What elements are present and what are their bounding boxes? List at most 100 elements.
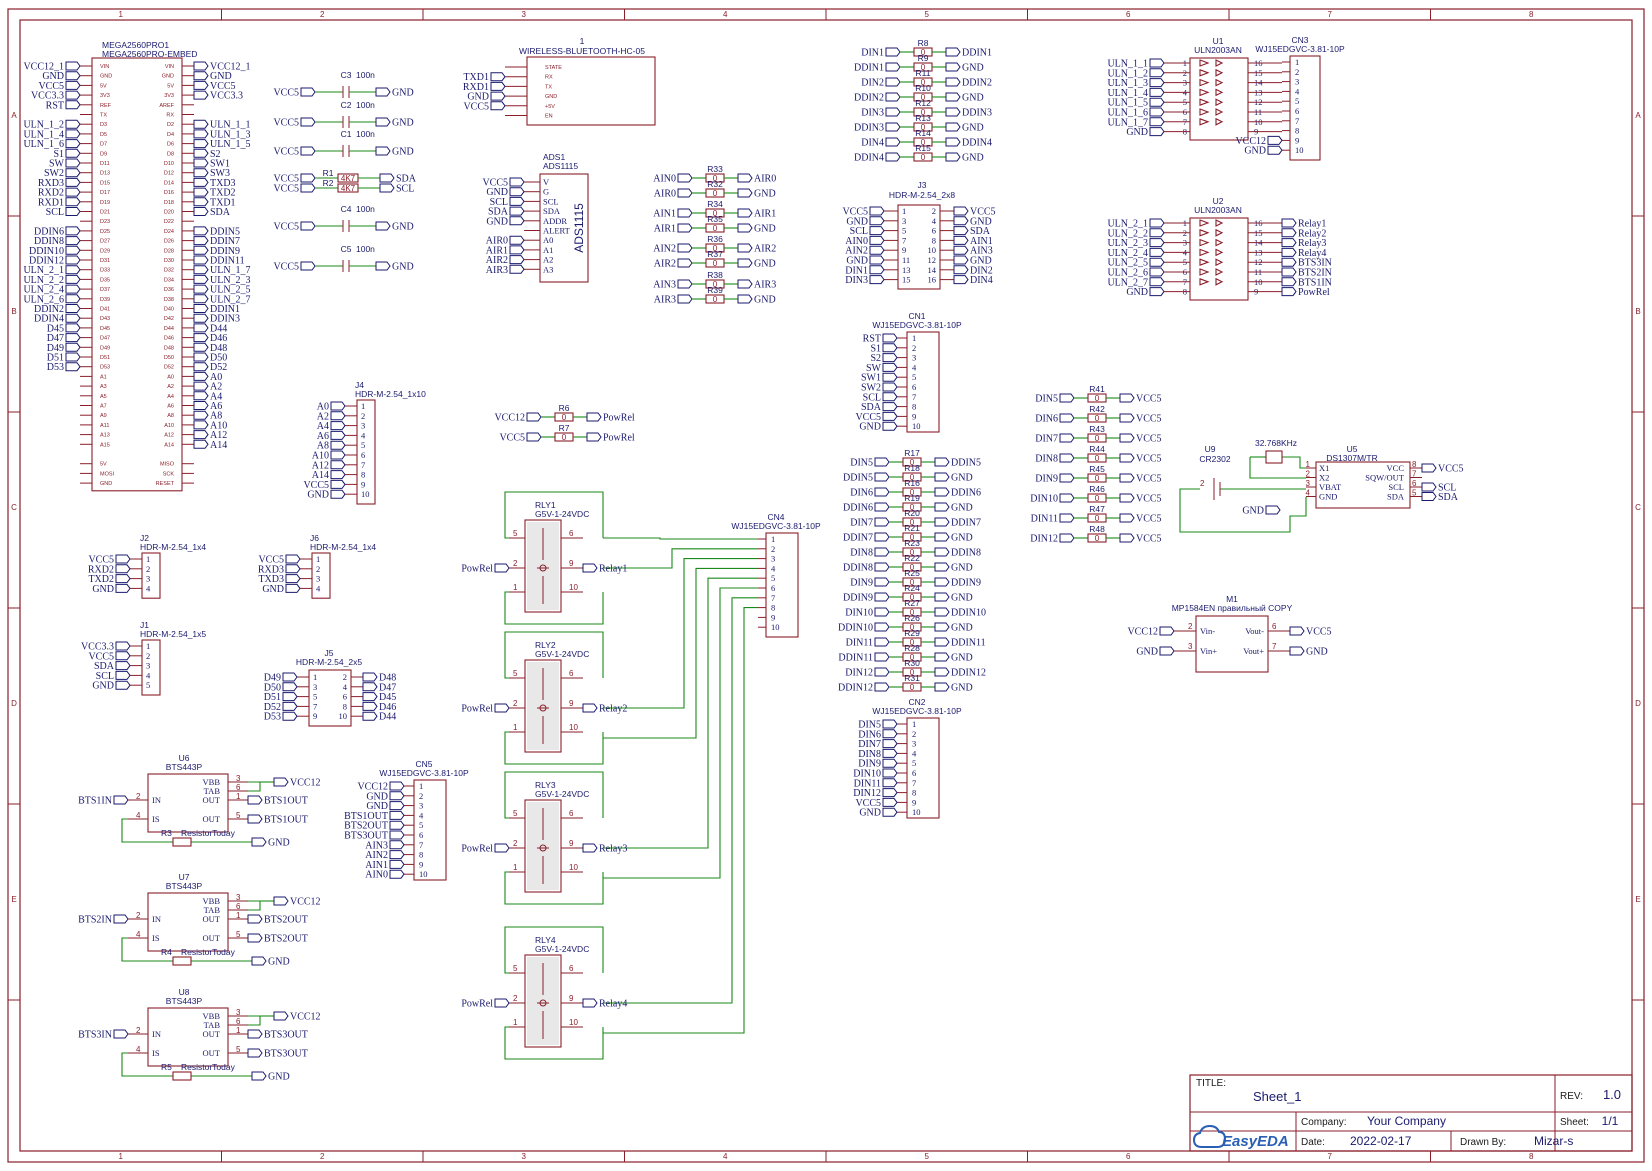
net-label-text: DIN10 [845,608,873,619]
part-ref: 1 [580,36,585,46]
net-label: RXD3 [258,564,301,575]
pin-number: 1 [513,1018,518,1027]
pin-name: SCL [1388,482,1404,492]
pin-name: ADDR [543,216,567,226]
net-flag [677,223,693,233]
net-label-text: DDIN8 [843,563,873,574]
resistor-body [172,837,192,847]
pin-name: D41 [100,307,110,313]
pin-name: A12 [164,433,174,439]
net-label: GND [251,1071,290,1083]
net-label-text: A6 [317,431,329,442]
net-flag [330,421,346,431]
pin-number: 7 [1412,470,1417,479]
part-ref: J5 [325,648,334,658]
pin-name: VIN [165,64,174,70]
net-label-text: AIN3 [365,840,388,851]
pin-number: 10 [771,622,780,632]
zone-label: 8 [1529,1152,1534,1161]
net-label-text: VCC5 [88,651,114,662]
net-flag [193,430,209,440]
net-label-text: GND [307,490,329,501]
net-label-text: VCC5 [273,174,299,185]
net-flag [874,592,890,602]
net-label: VCC5 [1119,413,1162,425]
net-label: VCC5 [1119,473,1162,485]
net-label-text: GND [42,71,64,82]
resistor-ref: R33 [707,164,723,174]
net-flag [945,47,961,57]
pin-name: GND [545,94,557,100]
net-label-text: ULN_1_1 [210,120,251,131]
net-label: SW3 [193,168,230,179]
net-flag [677,208,693,218]
net-flag [1289,626,1305,636]
net-flag [1149,238,1165,248]
pin-number: 2 [513,839,518,848]
net-label: A4 [317,421,346,432]
part-ref: U7 [179,872,190,882]
part-ref: U5 [1347,444,1358,454]
net-flag [509,206,525,216]
net-label-text: D48 [210,343,227,354]
net-label: SCL [96,670,131,682]
pin-name: D38 [164,297,174,303]
diode-symbol [1215,238,1224,247]
net-label: GND [953,255,992,267]
net-flag [375,221,391,231]
net-label: VCC5 [482,177,525,189]
net-label-text: VCC5 [1136,514,1162,525]
net-label: BTS1IN [78,795,129,807]
net-label-text: D52 [210,362,227,373]
pin-name: A2 [167,384,174,390]
net-label: DDIN7 [934,517,981,529]
pin-name: D26 [164,239,174,245]
net-label-text: AIR1 [754,209,776,220]
pin-name: D22 [164,219,174,225]
net-label: RST [863,333,898,345]
wire [504,591,604,625]
net-flag [934,682,950,692]
resistor-ref: R39 [707,285,723,295]
net-label: D47 [47,333,81,344]
pin-name: D6 [167,142,174,148]
net-label: DIN12 [853,788,898,799]
net-label-text: GND [754,189,776,200]
net-label: VCC5 [842,206,885,218]
net-flag [273,1011,289,1021]
net-label: BTS2OUT [344,820,405,832]
part-value: WIRELESS-BLUETOOTH-HC-05 [519,46,645,56]
net-label: AIR3 [486,265,525,276]
net-label: TXD2 [88,574,131,585]
net-label: ULN_1_3 [1107,78,1165,89]
header-body [141,639,161,696]
net-label: DDIN2 [34,304,81,315]
net-label: DIN9 [1035,473,1075,485]
pin-name: 3V3 [164,93,174,99]
net-label: DDIN8 [34,236,81,247]
net-flag [1119,453,1135,463]
pin-number: 3 [1306,479,1311,488]
net-label: Relay4 [582,998,627,1010]
net-flag [869,235,885,245]
net-flag [1149,58,1165,68]
pin-name: A2 [543,255,553,265]
net-label-text: VCC12_1 [23,62,64,73]
net-label-text: DIN1 [861,48,884,59]
resistor-ref: R3 [161,828,172,838]
cap-value: 100n [356,129,375,139]
net-label-text: DIN6 [1035,414,1058,425]
connector-body [1289,55,1321,161]
pin-number: 9 [313,711,317,721]
net-flag [1149,117,1165,127]
zone-label: 2 [320,1152,325,1161]
net-label: DDIN12 [838,682,890,694]
net-flag [490,72,506,82]
resistor-ref: R23 [904,538,920,548]
